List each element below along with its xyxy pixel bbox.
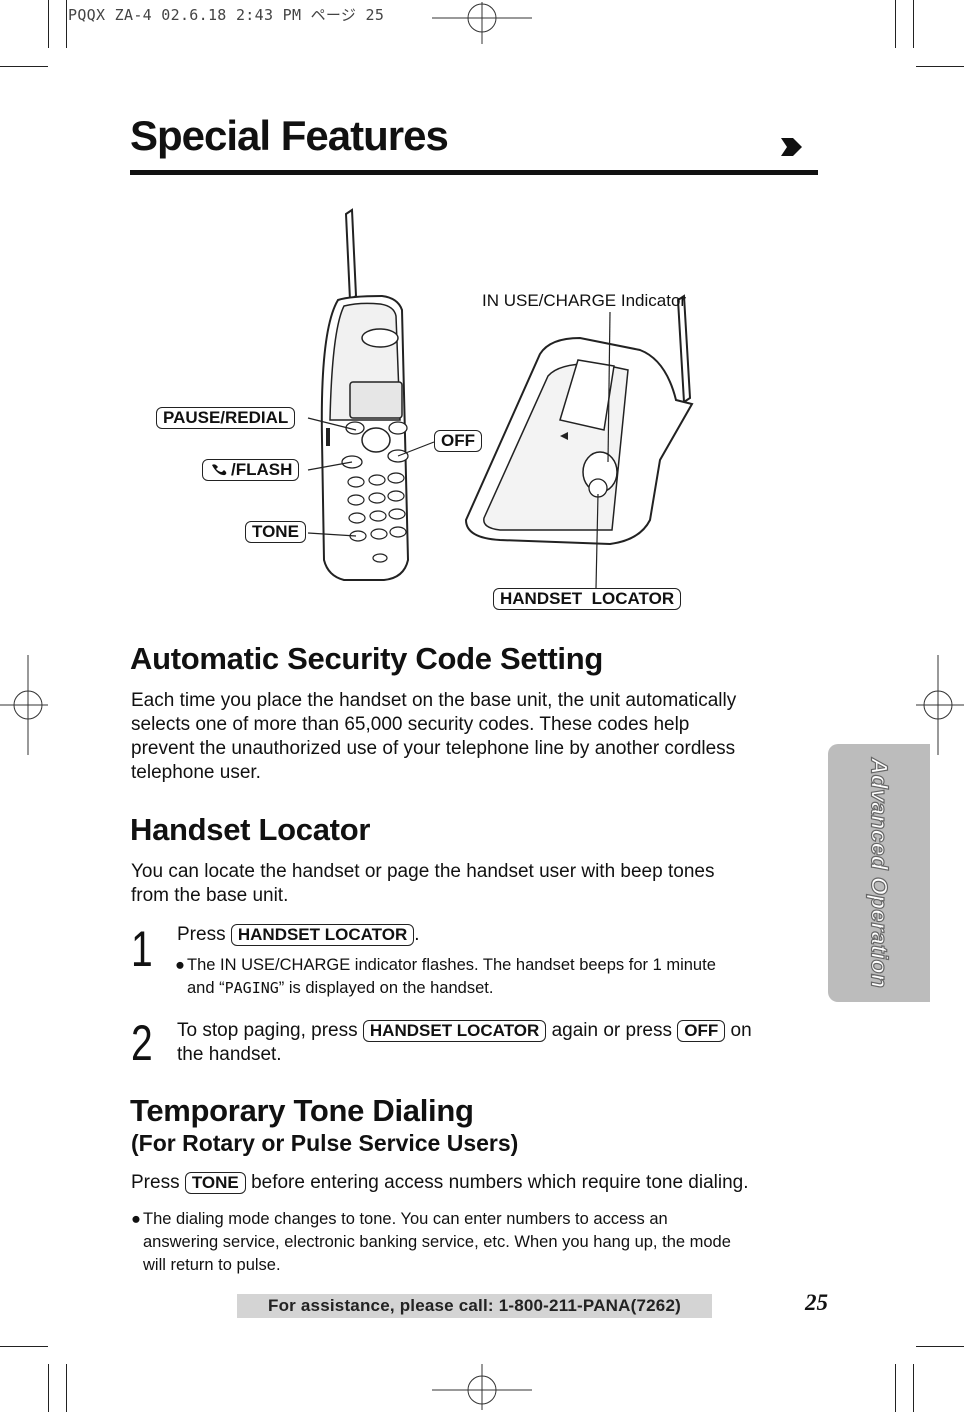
bullet-icon: ● xyxy=(175,956,185,974)
off-label: OFF xyxy=(434,430,482,452)
step-1-bullet: ●The IN USE/CHARGE indicator flashes. Th… xyxy=(175,956,716,997)
talk-handset-icon xyxy=(212,464,227,476)
security-heading: Automatic Security Code Setting xyxy=(130,641,603,676)
side-tab-label: Advanced Operation xyxy=(866,757,893,989)
leader-lines xyxy=(307,311,611,589)
phone-illustration xyxy=(307,208,694,589)
handset-locator-label: HANDSET LOCATOR xyxy=(493,588,682,610)
tone-subheading: (For Rotary or Pulse Service Users) xyxy=(131,1130,519,1156)
side-tab: Advanced Operation xyxy=(828,744,930,1002)
off-key: OFF xyxy=(677,1020,726,1042)
tone-heading: Temporary Tone Dialing xyxy=(130,1093,474,1128)
tone-bullet: ●The dialing mode changes to tone. You c… xyxy=(131,1210,731,1274)
step-1-text: Press HANDSET LOCATOR. xyxy=(177,924,420,946)
page-title: Special Features xyxy=(130,112,449,159)
step-2-text: To stop paging, press HANDSET LOCATOR ag… xyxy=(177,1020,752,1065)
print-header: PQQX ZA-4 02.6.18 2:43 PM ページ 25 xyxy=(68,6,385,24)
locator-heading: Handset Locator xyxy=(130,812,371,847)
handset-locator-key: HANDSET LOCATOR xyxy=(362,1020,547,1042)
flash-label: /FLASH xyxy=(202,459,300,481)
title-rule xyxy=(130,170,818,175)
pause-redial-label: PAUSE/REDIAL xyxy=(156,407,296,429)
tone-label: TONE xyxy=(245,521,306,543)
step-2-number: 2 xyxy=(131,1015,153,1071)
tone-paragraph: Press TONE before entering access number… xyxy=(131,1172,749,1194)
handset-illustration xyxy=(320,208,410,581)
assistance-bar: For assistance, please call: 1-800-211-P… xyxy=(237,1294,712,1318)
handset-locator-key: HANDSET LOCATOR xyxy=(230,924,415,946)
tone-key: TONE xyxy=(184,1172,246,1194)
locator-paragraph: You can locate the handset or page the h… xyxy=(131,861,715,906)
step-1-number: 1 xyxy=(131,921,153,977)
paging-display-text: PAGING xyxy=(224,979,279,997)
in-use-indicator-label: IN USE/CHARGE Indicator xyxy=(482,291,687,310)
security-paragraph: Each time you place the handset on the b… xyxy=(131,690,737,783)
base-unit-illustration xyxy=(464,294,694,546)
page-number: 25 xyxy=(805,1290,828,1315)
continue-arrow-icon xyxy=(781,138,802,156)
bullet-icon: ● xyxy=(131,1210,141,1228)
